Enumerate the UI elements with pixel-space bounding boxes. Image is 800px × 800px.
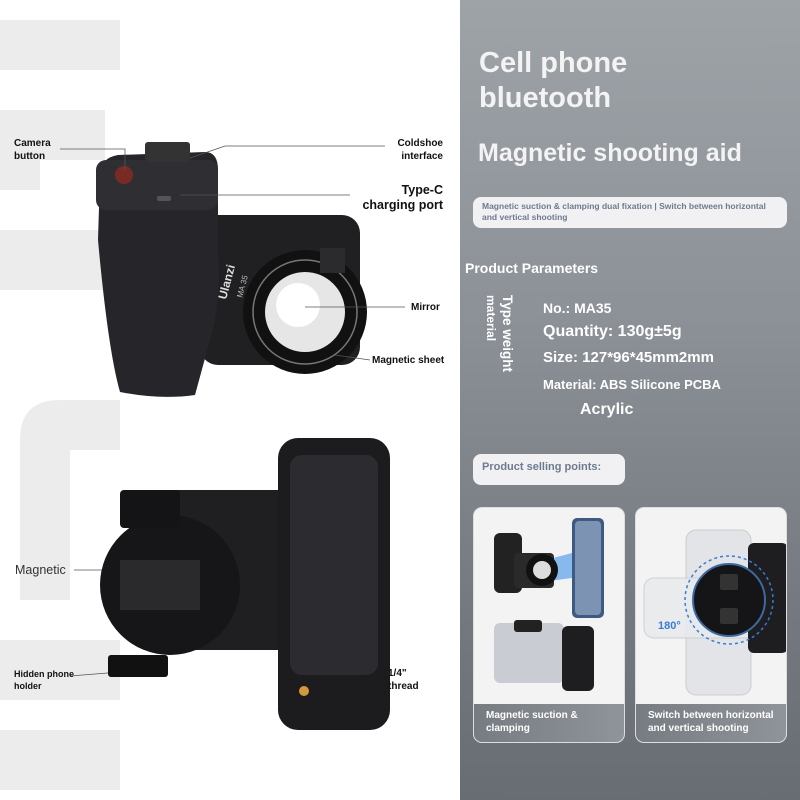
side-label-line: material <box>484 295 498 342</box>
info-panel: Cell phone bluetooth Magnetic shooting a… <box>460 0 800 800</box>
param-size: Size: 127*96*45mm2mm <box>543 349 714 366</box>
callout-text: interface <box>401 151 443 162</box>
page-title: Cell phone bluetooth <box>479 46 627 116</box>
card-illustration <box>643 529 786 696</box>
callout-text: Camera <box>14 138 51 149</box>
callout-magnetic-sheet: Magnetic sheet <box>372 355 445 366</box>
callout-text: 1/4" <box>388 668 407 679</box>
selling-card-rotation: 180° Switch between horizontal and verti… <box>635 507 787 743</box>
params-side-label: Type weight material <box>482 295 516 396</box>
selling-heading-pill: Product selling points: <box>473 454 625 485</box>
product-illustration: Ulanzi MA 35 <box>60 142 405 730</box>
product-diagram-panel: Ulanzi MA 35 Camera button Coldshoe interf… <box>0 20 445 790</box>
callout-text: Coldshoe <box>397 138 443 149</box>
callout-coldshoe: Coldshoe interface <box>386 137 443 163</box>
side-label-line: Type weight <box>500 295 515 373</box>
grip-back-view <box>100 438 390 730</box>
callout-mirror: Mirror <box>411 302 440 313</box>
callout-thread: 1/4" thread <box>388 667 419 693</box>
title-line: Cell phone <box>479 47 628 79</box>
selling-card-magnetic: Magnetic suction & clamping <box>473 507 625 743</box>
param-material: Material: ABS Silicone PCBA <box>543 377 721 392</box>
brand-watermark <box>0 20 120 790</box>
page-subtitle: Magnetic shooting aid <box>478 139 742 167</box>
tagline-pill: Magnetic suction & clamping dual fixatio… <box>473 197 787 228</box>
card-caption: Magnetic suction & clamping <box>474 704 624 742</box>
callout-text: thread <box>388 681 419 692</box>
rotation-badge: 180° <box>658 620 681 632</box>
card-caption: Switch between horizontal and vertical s… <box>636 704 786 742</box>
callout-text: button <box>14 151 46 162</box>
callout-hidden-holder: Hidden phone holder <box>14 668 74 692</box>
callout-text: Hidden phone <box>14 669 74 679</box>
callout-text: charging port <box>362 198 443 212</box>
callout-magnetic: Magnetic <box>15 563 66 577</box>
param-material-cont: Acrylic <box>580 401 634 418</box>
callout-camera-button: Camera button <box>14 137 51 163</box>
card-illustration <box>494 518 604 691</box>
title-line: bluetooth <box>479 82 612 114</box>
callout-text: holder <box>14 681 42 691</box>
callout-text: Type-C <box>401 183 443 197</box>
param-quantity: Quantity: 130g±5g <box>543 323 682 340</box>
grip-top-view: Ulanzi MA 35 <box>96 142 367 397</box>
params-heading: Product Parameters <box>465 260 599 276</box>
param-no: No.: MA35 <box>543 300 612 316</box>
